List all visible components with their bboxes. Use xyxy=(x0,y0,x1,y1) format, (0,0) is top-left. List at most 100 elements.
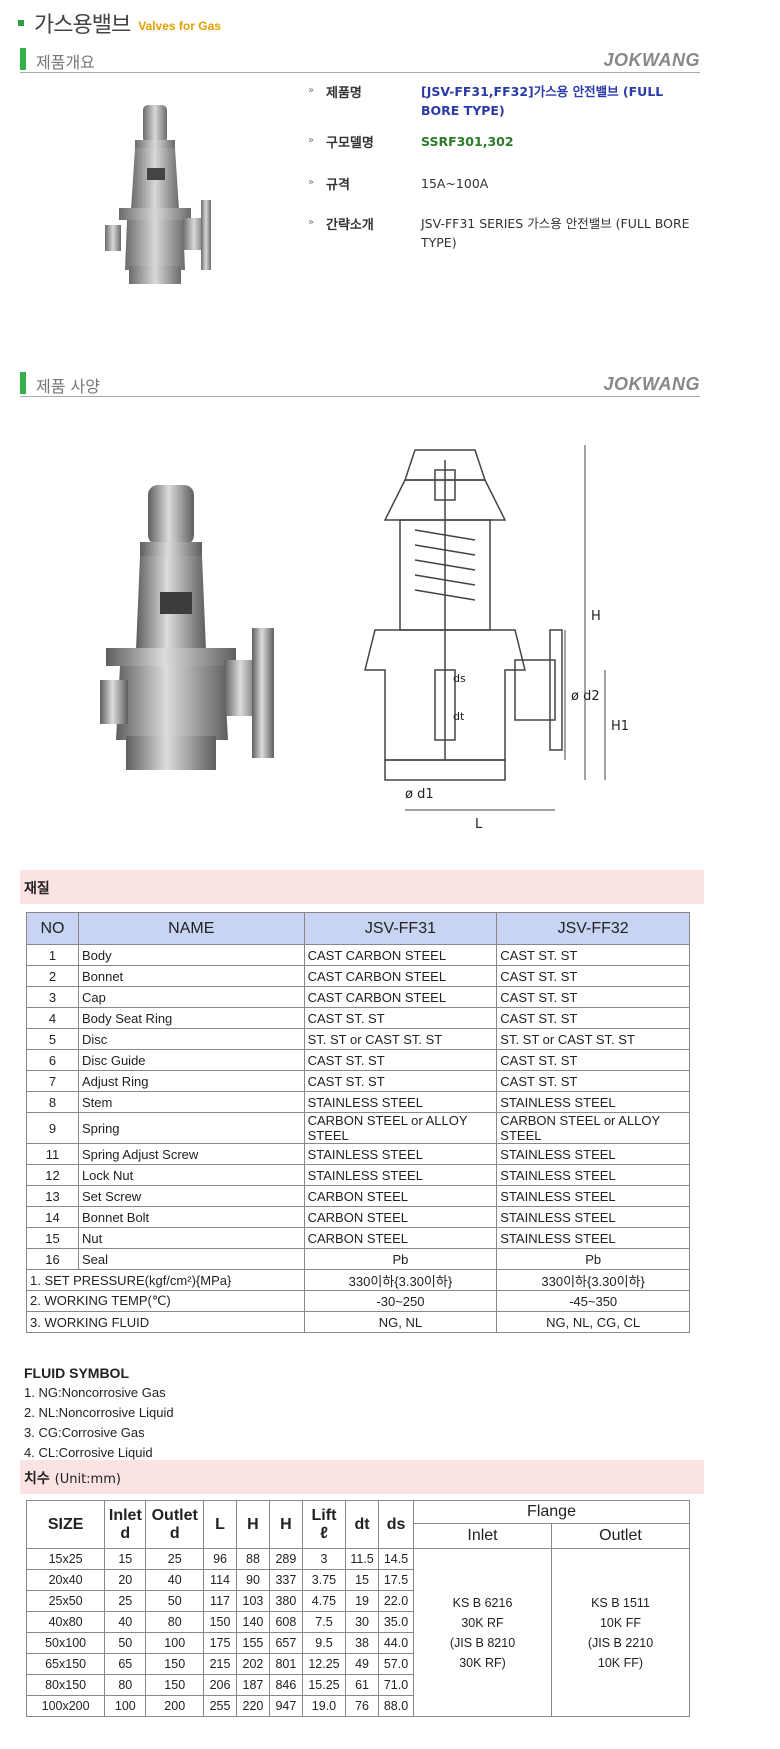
table-cell: 15x25 xyxy=(25,1548,106,1570)
table-cell: 3 xyxy=(26,986,79,1008)
table-cell: Stem xyxy=(77,1091,305,1113)
table-cell: 15.25 xyxy=(301,1674,347,1696)
table-cell: 49 xyxy=(345,1653,380,1675)
table-cell: 65x150 xyxy=(25,1653,106,1675)
col-header: NAME xyxy=(77,912,305,945)
table-cell: CAST ST. ST xyxy=(496,965,690,987)
table-cell: 1. SET PRESSURE(kgf/cm²){MPa} xyxy=(26,1269,305,1291)
table-cell: 200 xyxy=(145,1695,205,1717)
table-cell: 80 xyxy=(104,1674,147,1696)
table-cell: 117 xyxy=(203,1590,237,1612)
col-header: SIZE xyxy=(25,1500,106,1549)
table-cell: 15 xyxy=(104,1548,147,1570)
table-cell: CAST ST. ST xyxy=(496,986,690,1008)
chevron-right-icon: » xyxy=(308,217,315,228)
table-cell: 140 xyxy=(235,1611,270,1633)
table-cell: STAINLESS STEEL xyxy=(303,1164,498,1186)
info-label: 규격 xyxy=(326,178,350,193)
table-cell: 187 xyxy=(235,1674,270,1696)
spec-section-header: 제품 사양 JOKWANG xyxy=(20,370,700,397)
table-cell: 40x80 xyxy=(25,1611,106,1633)
table-cell: 57.0 xyxy=(378,1653,415,1675)
table-cell: Bonnet Bolt xyxy=(77,1206,305,1228)
page-header: 가스용밸브 Valves for Gas xyxy=(18,8,221,38)
table-cell: 1 xyxy=(26,944,79,966)
col-header: ds xyxy=(378,1500,415,1549)
info-label: 간략소개 xyxy=(326,218,374,233)
flange-line: KS B 1511 xyxy=(591,1595,650,1610)
col-header: JSV-FF31 xyxy=(303,912,498,945)
table-cell: 88 xyxy=(235,1548,270,1570)
dimension-title: 치수 xyxy=(24,1471,50,1487)
table-cell: CAST CARBON STEEL xyxy=(303,965,498,987)
info-row-model: » 구모델명 SSRF301,302 xyxy=(308,132,701,151)
table-row: 1. SET PRESSURE(kgf/cm²){MPa}330이하{3.30이… xyxy=(26,1269,690,1291)
table-cell: Lock Nut xyxy=(77,1164,305,1186)
material-header-row: NO NAME JSV-FF31 JSV-FF32 xyxy=(26,912,690,945)
table-cell: CAST ST. ST xyxy=(496,1007,690,1029)
col-header-text: Outlet xyxy=(151,1506,198,1524)
table-cell: Nut xyxy=(77,1227,305,1249)
flange-line: 30K RF xyxy=(461,1615,504,1630)
table-cell: -30~250 xyxy=(303,1290,498,1312)
table-cell: 17.5 xyxy=(378,1569,415,1591)
table-cell: STAINLESS STEEL xyxy=(303,1091,498,1113)
table-cell: CARBON STEEL or ALLOY STEEL xyxy=(303,1112,498,1144)
table-cell: Spring xyxy=(77,1112,305,1144)
table-cell: 7 xyxy=(26,1070,79,1092)
col-header-sub: d xyxy=(169,1524,180,1542)
list-item: 1. NG:Noncorrosive Gas xyxy=(24,1385,166,1400)
table-cell: STAINLESS STEEL xyxy=(303,1143,498,1165)
table-cell: Body Seat Ring xyxy=(77,1007,305,1029)
table-cell: 150 xyxy=(145,1674,205,1696)
col-header-sub: ℓ xyxy=(320,1524,328,1542)
dimension-unit: (Unit:mm) xyxy=(54,1472,121,1487)
intro-value: JSV-FF31 SERIES 가스용 안전밸브 (FULL BORE TYPE… xyxy=(421,216,690,250)
table-cell: CAST CARBON STEEL xyxy=(303,944,498,966)
table-cell: CARBON STEEL xyxy=(303,1206,498,1228)
table-cell: 35.0 xyxy=(378,1611,415,1633)
table-cell: -45~350 xyxy=(496,1290,690,1312)
chevron-right-icon: » xyxy=(308,135,315,146)
table-cell: 22.0 xyxy=(378,1590,415,1612)
table-cell: 2. WORKING TEMP(℃) xyxy=(26,1290,305,1312)
col-header-sub: d xyxy=(120,1524,131,1542)
table-cell: 947 xyxy=(268,1695,303,1717)
table-cell: 3.75 xyxy=(301,1569,347,1591)
overview-title: 제품개요 xyxy=(36,53,95,72)
table-cell: 50 xyxy=(145,1590,205,1612)
table-cell: 4 xyxy=(26,1007,79,1029)
dimension-heading: 치수 (Unit:mm) xyxy=(24,1468,121,1488)
table-cell: 12.25 xyxy=(301,1653,347,1675)
table-cell: CAST ST. ST xyxy=(303,1049,498,1071)
list-item: 3. CG:Corrosive Gas xyxy=(24,1425,145,1440)
table-cell: CAST CARBON STEEL xyxy=(303,986,498,1008)
table-cell: 215 xyxy=(203,1653,237,1675)
table-cell: Bonnet xyxy=(77,965,305,987)
table-cell: 150 xyxy=(145,1653,205,1675)
col-header: NO xyxy=(26,912,79,945)
product-name-value: [JSV-FF31,FF32]가스용 안전밸브 (FULL BORE TYPE) xyxy=(421,84,664,118)
table-cell: 25 xyxy=(145,1548,205,1570)
table-cell: 16 xyxy=(26,1248,79,1270)
valve-photo-large xyxy=(100,485,274,770)
col-header: Inlet xyxy=(413,1523,552,1549)
dim-label-H: H xyxy=(591,609,601,624)
page-title-en: Valves for Gas xyxy=(138,19,221,33)
table-cell: 76 xyxy=(345,1695,380,1717)
table-cell: 14.5 xyxy=(378,1548,415,1570)
table-cell: 13 xyxy=(26,1185,79,1207)
table-cell: ST. ST or CAST ST. ST xyxy=(303,1028,498,1050)
col-header: L xyxy=(203,1500,237,1549)
col-header: Flange xyxy=(413,1500,690,1524)
